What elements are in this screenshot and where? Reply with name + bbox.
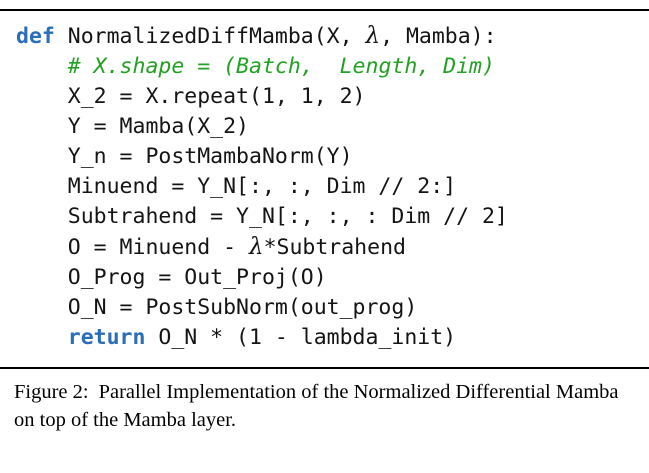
code-line: Minuend = Y_N[:, :, Dim // 2:]: [16, 172, 649, 202]
code-line: X_2 = X.repeat(1, 1, 2): [16, 82, 649, 112]
code-listing: def NormalizedDiffMamba(X, λ, Mamba): # …: [0, 21, 649, 353]
code-segment-plain: O_N = PostSubNorm(out_prog): [16, 295, 418, 320]
figure-caption: Figure 2:Parallel Implementation of the …: [0, 378, 649, 434]
code-line: Y_n = PostMambaNorm(Y): [16, 142, 649, 172]
code-segment-plain: Subtrahend = Y_N[:, :, : Dim // 2]: [16, 204, 508, 229]
code-segment-plain: O_N * (1 - lambda_init): [145, 325, 457, 350]
code-segment-plain: X_2 = X.repeat(1, 1, 2): [16, 84, 366, 109]
code-segment-plain: *Subtrahend: [263, 235, 406, 260]
code-segment-math: λ: [249, 234, 264, 260]
code-segment-plain: , Mamba):: [380, 24, 497, 49]
code-segment-plain: Y = Mamba(X_2): [16, 114, 249, 139]
top-rule: [0, 9, 649, 11]
code-segment-plain: NormalizedDiffMamba(X,: [67, 24, 366, 49]
code-segment-plain: [16, 325, 68, 350]
figure-caption-text: Parallel Implementation of the Normalize…: [14, 381, 619, 431]
code-line: O = Minuend - λ*Subtrahend: [16, 232, 649, 263]
code-segment-plain: [16, 54, 68, 79]
code-line: # X.shape = (Batch, Length, Dim): [16, 52, 649, 82]
code-line: O_Prog = Out_Proj(O): [16, 263, 649, 293]
caption-divider-rule: [0, 367, 649, 369]
code-segment-comment: # X.shape = (Batch, Length, Dim): [67, 54, 495, 79]
code-segment-keyword: return: [67, 325, 146, 350]
code-segment-plain: O_Prog = Out_Proj(O): [16, 265, 327, 290]
code-segment-plain: Minuend = Y_N[:, :, Dim // 2:]: [16, 174, 457, 199]
code-segment-plain: O = Minuend -: [16, 235, 249, 260]
code-line: Subtrahend = Y_N[:, :, : Dim // 2]: [16, 202, 649, 232]
code-line: Y = Mamba(X_2): [16, 112, 649, 142]
code-segment-keyword: def: [16, 24, 68, 49]
code-segment-math: λ: [365, 23, 381, 49]
code-line: return O_N * (1 - lambda_init): [16, 323, 649, 353]
code-line: def NormalizedDiffMamba(X, λ, Mamba):: [16, 21, 649, 52]
code-line: O_N = PostSubNorm(out_prog): [16, 293, 649, 323]
code-segment-plain: Y_n = PostMambaNorm(Y): [16, 144, 353, 169]
figure-caption-label: Figure 2:: [14, 381, 89, 403]
